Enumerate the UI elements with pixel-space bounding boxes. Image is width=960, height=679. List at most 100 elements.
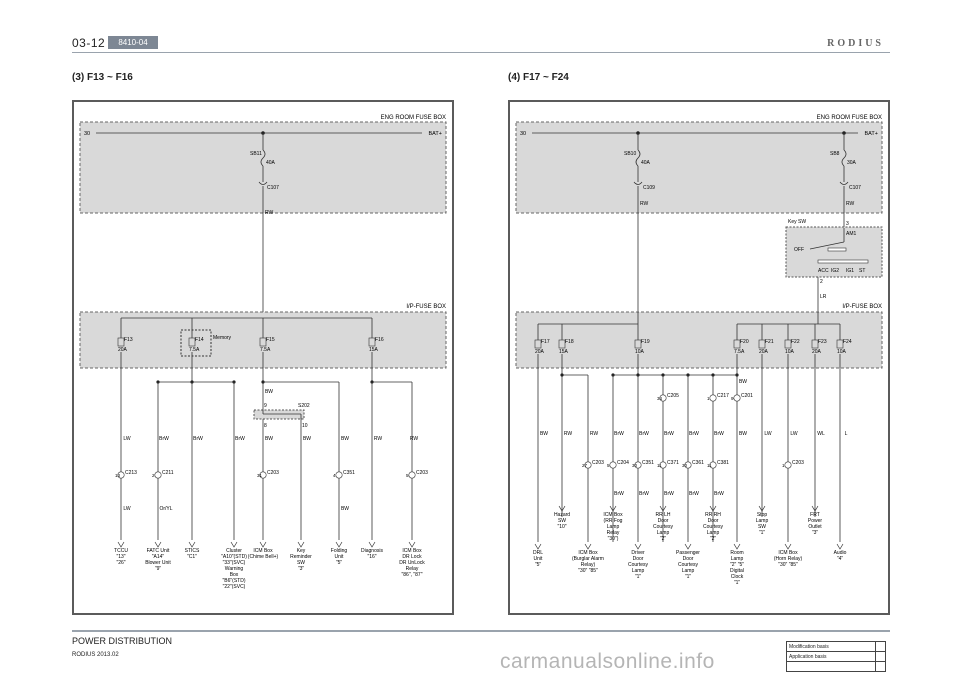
connector-c211-symbol xyxy=(154,471,162,479)
load-cluster-line: "A10"(STD) xyxy=(221,554,247,560)
connector-c213-pin: 13 xyxy=(115,473,121,478)
connector-c203-pin: 27 xyxy=(582,463,588,468)
load-burglar-arrow xyxy=(584,543,592,550)
wire-color: BrW xyxy=(714,431,724,437)
sb8-wire-color: RW xyxy=(846,201,855,207)
load-cluster-arrow xyxy=(230,541,238,548)
load-stop-lamp-line: Lamp xyxy=(756,518,769,524)
load-driver-door-line: Courtesy xyxy=(628,562,649,568)
wire-color: L xyxy=(845,431,848,437)
load-rr-lh-door-line: RR LH xyxy=(655,512,670,518)
connector-c201-symbol xyxy=(733,394,741,402)
key-sw-ig1: IG1 xyxy=(846,268,854,274)
load-burglar-line: (Burglar Alarm xyxy=(572,556,604,562)
connector-c351-name: C351 xyxy=(343,470,355,476)
load-room-lamp-line: Lamp xyxy=(731,556,744,562)
connector-c361-symbol xyxy=(684,461,692,469)
load-key-reminder-line: "3" xyxy=(298,566,305,572)
mod-basis-label: Modification basis xyxy=(785,641,877,652)
connector-c217-pin: 1 xyxy=(707,396,710,401)
load-audio-line: "4" xyxy=(837,556,844,562)
load-folding-line: Unit xyxy=(335,554,345,560)
connector-c204-name: C204 xyxy=(617,460,629,466)
fuse-f14-rating: 7.5A xyxy=(189,347,200,353)
key-sw-contact-bar xyxy=(817,259,869,264)
connector-c205-pin: 34 xyxy=(657,396,663,401)
blank-value xyxy=(875,661,886,672)
connector-c381-pin: 11 xyxy=(707,463,712,468)
load-stop-lamp-line: "1" xyxy=(759,530,766,536)
fuse-f24-rating: 10A xyxy=(837,349,847,355)
key-sw-wire: LR xyxy=(820,294,827,300)
key-sw-pin-top: 3 xyxy=(846,221,849,227)
load-cluster-line: "B6"(STD) xyxy=(223,578,246,584)
load-icm-lock-line: "86", "87" xyxy=(401,572,422,578)
connector-c217-symbol xyxy=(709,394,717,402)
load-driver-door-line: Driver xyxy=(631,550,645,556)
load-passenger-door-line: "1" xyxy=(685,574,692,580)
fuse-f17-symbol xyxy=(534,339,542,349)
load-tccu-line: TCCU xyxy=(114,548,128,554)
wire-color: RW xyxy=(410,436,419,442)
splice-pin-8: 8 xyxy=(264,423,267,429)
fuse-f20-symbol xyxy=(733,339,741,349)
load-rr-rh-door-line: Courtesy xyxy=(703,524,724,530)
connector-symbol xyxy=(839,181,849,185)
load-stics-arrow xyxy=(188,541,196,548)
load-cluster-line: Cluster xyxy=(226,548,242,554)
load-key-reminder-line: Reminder xyxy=(290,554,312,560)
load-rr-rh-door-line: RR RH xyxy=(705,512,721,518)
load-driver-door-line: Lamp xyxy=(632,568,645,574)
load-driver-door-line: "1" xyxy=(635,574,642,580)
wire-color: WL xyxy=(817,431,825,437)
load-folding-arrow xyxy=(335,541,343,548)
key-sw-am: AM1 xyxy=(846,231,857,237)
fuse-f24-name: F24 xyxy=(843,339,852,345)
load-icm-lock-line: ICM Box xyxy=(402,548,422,554)
load-diagnosis-arrow xyxy=(368,541,376,548)
load-icm-lock-arrow xyxy=(408,541,416,548)
connector-c371-symbol xyxy=(659,461,667,469)
blank-label xyxy=(785,661,877,672)
fuse-f19-symbol xyxy=(634,339,642,349)
connector-c381-symbol xyxy=(709,461,717,469)
app-basis-label: Application basis xyxy=(785,651,877,662)
connector-c203-pin: 5 xyxy=(406,473,409,478)
key-sw-st: ST xyxy=(859,268,865,274)
left-wiring-diagram: ENG ROOM FUSE BOX 30 BAT+ SB11 40A C107 … xyxy=(79,115,447,590)
watermark-text: carmanualsonline.info xyxy=(500,650,715,673)
connector-c351-symbol xyxy=(335,471,343,479)
fuse-f17-rating: 20A xyxy=(535,349,545,355)
wire-junction xyxy=(560,373,564,377)
load-rr-rh-door-arrow xyxy=(709,505,717,512)
ip-box-title: I/P-FUSE BOX xyxy=(406,304,446,310)
connector-c203-pin: 1 xyxy=(782,463,785,468)
connector-c203-symbol xyxy=(408,471,416,479)
fuse-f20-name: F20 xyxy=(740,339,749,345)
fuse-f18-symbol xyxy=(558,339,566,349)
connector-c351-pin: 30 xyxy=(632,463,638,468)
load-fatc-line: "A14" xyxy=(152,554,165,560)
app-basis-value xyxy=(875,651,886,662)
bus-name: BAT+ xyxy=(428,131,442,137)
connector-c351-pin: 4 xyxy=(333,473,336,478)
right-wiring-diagram: ENG ROOM FUSE BOX 30 BAT+ SB10 40A C109 … xyxy=(515,115,883,586)
connector-c213-name: C213 xyxy=(125,470,137,476)
load-horn-arrow xyxy=(784,543,792,550)
load-room-lamp-line: "2" "5" xyxy=(730,562,744,568)
connector-c203-name: C203 xyxy=(416,470,428,476)
load-burglar-line: Relay) xyxy=(581,562,596,568)
sb8-fuse-symbol xyxy=(841,149,847,167)
wire-color: Or/YL xyxy=(159,506,172,512)
mod-basis-value xyxy=(875,641,886,652)
load-power-outlet-line: Power xyxy=(808,518,823,524)
load-diagnosis-line: "16" xyxy=(367,554,376,560)
splice-pin-10: 10 xyxy=(302,423,308,429)
sb-fuse-symbol xyxy=(260,149,266,167)
load-horn-line: (Horn Relay) xyxy=(774,556,803,562)
load-rr-fog-arrow xyxy=(609,505,617,512)
load-drl-arrow xyxy=(534,543,542,550)
